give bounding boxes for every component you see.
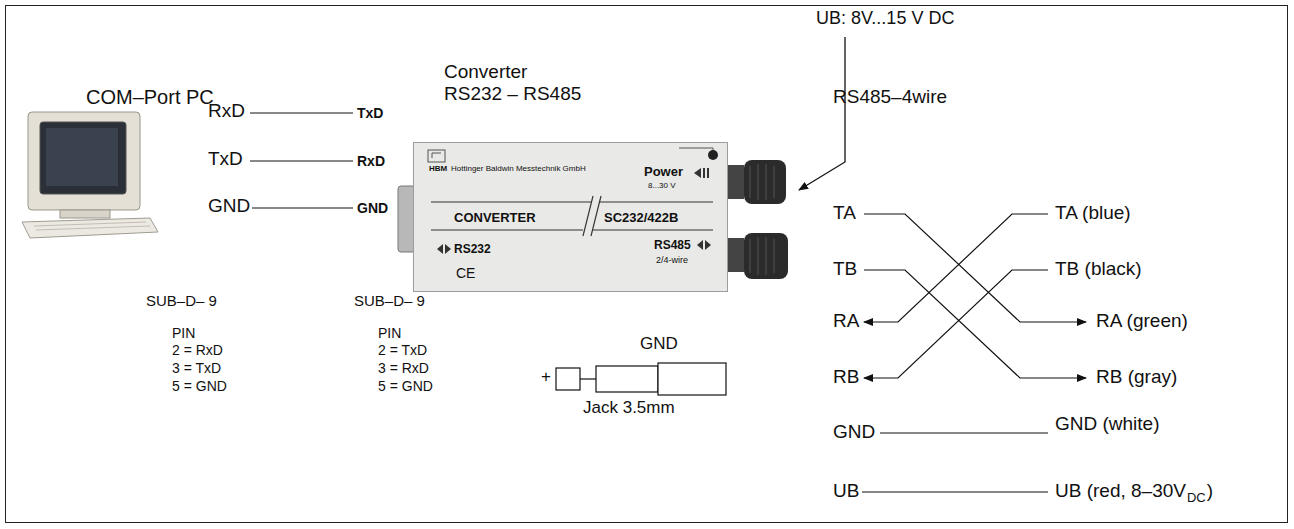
pin-assignment: 2 = RxD	[172, 342, 223, 358]
maker-name: Hottinger Baldwin Messtechnik GmbH	[451, 164, 586, 173]
rs485-wires	[862, 214, 1086, 492]
signal-name: RA	[833, 310, 859, 332]
device-label: COM–Port PC	[86, 86, 214, 109]
ground-label: GND	[640, 334, 678, 354]
jack-plug	[556, 363, 726, 395]
polarity-mark: +	[541, 367, 551, 387]
connector-type: SUB–D– 9	[354, 292, 425, 309]
frame	[6, 6, 1288, 523]
port-label: RS485	[654, 239, 691, 253]
wire-color: )	[1207, 480, 1213, 502]
logo-text: HBM	[429, 164, 447, 173]
wire-color: TA (blue)	[1055, 202, 1131, 224]
pin-heading: PIN	[378, 325, 401, 341]
signal-name: UB	[833, 480, 859, 502]
cable-gland	[728, 233, 788, 279]
signal-name: RxD	[208, 100, 245, 122]
pc-illustration	[22, 112, 158, 238]
pin-assignment: 5 = GND	[378, 378, 433, 394]
signal-name: GND	[208, 195, 250, 217]
power-label: Power	[644, 165, 683, 180]
pin-assignment: 3 = TxD	[172, 360, 221, 376]
port-label: RS232	[454, 243, 491, 257]
pin-assignment: 3 = RxD	[378, 360, 429, 376]
wire-color: RA (green)	[1096, 310, 1188, 332]
pin-heading: PIN	[172, 325, 195, 341]
cable-gland	[728, 160, 786, 204]
wire-color: GND (white)	[1055, 413, 1160, 435]
supply-arrow	[799, 37, 845, 190]
signal-name: TxD	[208, 148, 243, 170]
voltage-range: 8...30 V	[648, 181, 676, 190]
connector-type: SUB–D– 9	[146, 292, 217, 309]
subscript: DC	[1187, 491, 1206, 506]
converter-box: Converter RS232 – RS485HBMHottinger Bald…	[413, 142, 728, 292]
node-heading: Converter RS232 – RS485	[444, 61, 586, 105]
rs232-wires	[250, 113, 353, 208]
port-note: 2/4-wire	[656, 255, 688, 265]
model-number: SC232/422B	[604, 211, 678, 226]
signal-name: GND	[833, 421, 875, 443]
supply-label: UB: 8V...15 V DC	[816, 8, 954, 29]
signal-name: TxD	[357, 105, 383, 121]
part-label: Jack 3.5mm	[583, 398, 675, 418]
ce-mark: CE	[456, 265, 475, 281]
wire-color: RB (gray)	[1096, 366, 1177, 388]
wire-color: TB (black)	[1055, 258, 1142, 280]
bus-label: RS485–4wire	[833, 86, 947, 108]
signal-name: GND	[357, 200, 388, 216]
pin-assignment: 2 = TxD	[378, 342, 427, 358]
signal-name: RxD	[357, 153, 385, 169]
device-name: CONVERTER	[454, 211, 536, 226]
pin-assignment: 5 = GND	[172, 378, 227, 394]
signal-name: RB	[833, 366, 859, 388]
signal-name: TB	[833, 258, 857, 280]
wire-color: UB (red, 8–30V	[1055, 480, 1186, 502]
signal-name: TA	[833, 202, 856, 224]
